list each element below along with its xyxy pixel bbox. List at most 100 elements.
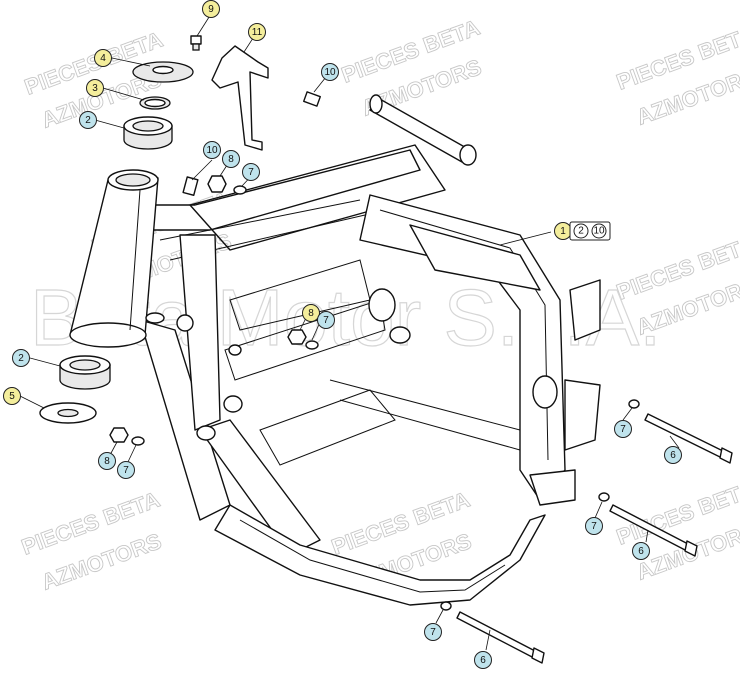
callout-2: 2 [79, 111, 97, 129]
callout-label: 7 [123, 465, 129, 476]
part-screw-9 [190, 35, 202, 51]
part-washer-7-r2 [598, 492, 610, 502]
callout-circle [317, 311, 335, 329]
steering-head [69, 169, 159, 348]
callout-label: 10 [206, 145, 218, 156]
callout-circle [664, 446, 682, 464]
callout-circle [3, 387, 21, 405]
leader-lines [19, 13, 680, 651]
part-bolt-6-upper [644, 413, 733, 464]
part-washer-7-r3 [440, 601, 452, 611]
callout-8: 8 [98, 452, 116, 470]
callout-circle [302, 304, 320, 322]
part-nut-8-top [207, 175, 227, 193]
callout-8: 8 [302, 304, 320, 322]
callout-4: 4 [94, 49, 112, 67]
part-washer-7-r1 [628, 399, 640, 409]
callout-7: 7 [242, 163, 260, 181]
callout-2: 2 [12, 349, 30, 367]
callout-circle [79, 111, 97, 129]
frame-rear-bracket [569, 279, 601, 341]
callout-circle [86, 79, 104, 97]
callout-label: 5 [9, 391, 15, 402]
callout-label: 7 [430, 627, 436, 638]
callout-label: 6 [638, 546, 644, 557]
callout-label: 8 [104, 456, 110, 467]
callout-label: 6 [480, 655, 486, 666]
callout-label: 2 [18, 353, 24, 364]
callout-label: 11 [252, 27, 263, 38]
part-sleeve-10-left [182, 176, 199, 196]
callout-7: 7 [424, 623, 442, 641]
callout-circle [242, 163, 260, 181]
callout-circle [248, 23, 266, 41]
callout-circle [202, 0, 220, 18]
callout-10: 10 [321, 63, 339, 81]
callout-7: 7 [585, 517, 603, 535]
part-nut-8-center [287, 329, 307, 345]
frame-bushing [532, 375, 558, 409]
callout-label: 9 [208, 4, 214, 15]
part-bearing-2-bottom [59, 355, 111, 390]
callout-label: 4 [100, 53, 106, 64]
frame-down-tube-center [179, 234, 221, 431]
callout-circle [632, 542, 650, 560]
frame-bushing [368, 288, 396, 322]
callout-8: 8 [222, 150, 240, 168]
callout-circle [474, 651, 492, 669]
callout-label: 8 [228, 154, 234, 165]
callout-11: 11 [248, 23, 266, 41]
part-bracket-11 [211, 45, 269, 151]
frame-top-plate [189, 144, 446, 251]
part-ring-3 [139, 96, 171, 110]
callout-circle [117, 461, 135, 479]
frame-upper-right [409, 224, 541, 291]
part-washer-7-top [233, 185, 247, 195]
part-bolt-6-lower [456, 611, 545, 664]
kit-box: 2 10 [569, 221, 611, 241]
callout-circle [614, 420, 632, 438]
steering-head-tube [69, 177, 159, 336]
callout-7: 7 [117, 461, 135, 479]
frame-bushing [389, 326, 411, 344]
callout-6: 6 [664, 446, 682, 464]
callout-label: 7 [620, 424, 626, 435]
callout-label: 7 [591, 521, 597, 532]
callout-circle [12, 349, 30, 367]
callout-circle [203, 141, 221, 159]
part-nut-8-left [109, 427, 129, 443]
kit-item-circle [591, 223, 607, 239]
frame [139, 94, 601, 606]
callout-label: 7 [248, 167, 254, 178]
callout-6: 6 [632, 542, 650, 560]
callout-label: 3 [92, 83, 98, 94]
kit-item-label: 2 [578, 226, 584, 237]
callout-6: 6 [474, 651, 492, 669]
callout-10: 10 [203, 141, 221, 159]
callout-circle [94, 49, 112, 67]
callout-label: 6 [670, 450, 676, 461]
part-washer-4 [132, 61, 194, 83]
part-washer-7-left [131, 436, 145, 446]
callout-circle [321, 63, 339, 81]
part-sleeve-10-top [303, 91, 321, 107]
frame-lower-bracket [564, 379, 601, 451]
callout-9: 9 [202, 0, 220, 18]
part-washer-5 [39, 402, 97, 424]
kit-item-label: 10 [593, 226, 605, 237]
callout-7: 7 [317, 311, 335, 329]
callout-1: 1 [554, 222, 572, 240]
callout-circle [98, 452, 116, 470]
part-bearing-2-top [123, 116, 173, 150]
callout-5: 5 [3, 387, 21, 405]
callout-circle [222, 150, 240, 168]
callout-label: 1 [560, 226, 566, 237]
callout-label: 8 [308, 308, 314, 319]
callout-circle [585, 517, 603, 535]
frame-bottom-cradle [214, 504, 546, 606]
frame-mount-bracket [529, 469, 576, 506]
frame-lower-diag [199, 419, 321, 556]
callout-label: 2 [85, 115, 91, 126]
